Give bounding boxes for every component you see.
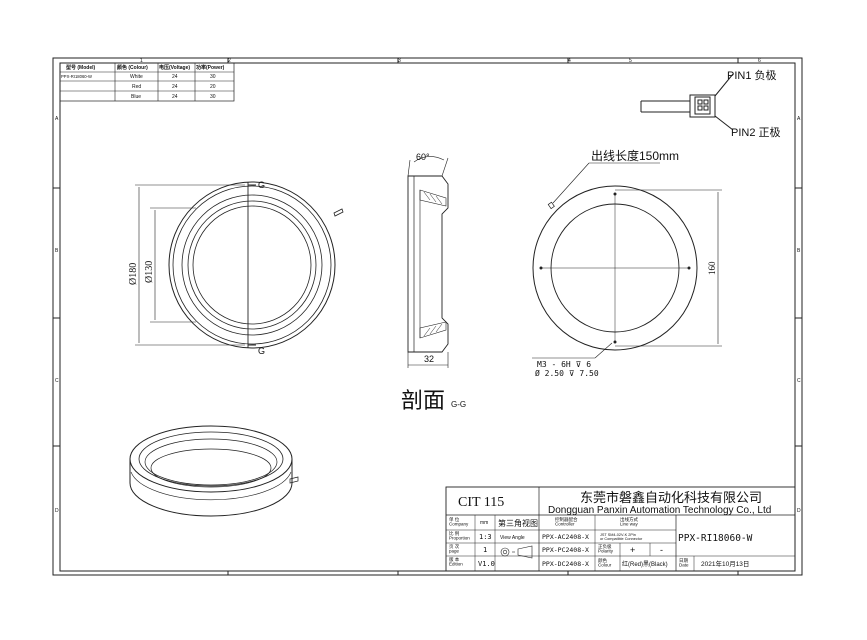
border-zones: 1 2 3 4 5 6 A B C D A B C D [53,58,802,575]
spec-voltage-cell: 24 [172,84,178,90]
screw-spec-line2: Ø 2.50 ⊽ 7.50 [535,368,599,378]
spec-power-cell: 30 [210,94,216,100]
zone-row-c: C [55,378,59,384]
third-angle-label: 第三角视图 [498,518,538,528]
angle-label: 60° [416,152,430,162]
scale-value: 1:3 [479,533,492,541]
controller-dc: PPX-DC2408-X [542,560,589,568]
front-view: G G Ø180 Ø130 [128,180,344,356]
zone-col-5: 5 [629,58,632,64]
polarity-plus: + [630,545,635,555]
polarity-minus: - [660,545,663,555]
pin2-label: PIN2 正极 [731,125,781,139]
section-mark-top: G [258,180,265,190]
screw-spec-line1: M3 - 6H ⊽ 6 [537,360,591,369]
section-title: 剖面 [401,388,445,413]
inner-diameter-label: Ø130 [144,261,155,283]
spec-voltage-cell: 24 [172,74,178,80]
controller-ac: PPX-AC2408-X [542,533,589,541]
spec-colour-cell: White [130,74,143,80]
zone-col-4: 4 [568,58,571,64]
company-name-en: Dongguan Panxin Automation Technology Co… [548,505,771,516]
spec-voltage-cell: 24 [172,94,178,100]
spec-header-voltage: 电压(Voltage) [159,64,190,71]
controller-pc: PPX-PC2408-X [542,546,589,554]
zone-row-b-right: B [797,248,801,254]
zone-row-d: D [55,508,59,514]
title-block: CIT 115 东莞市磐鑫自动化科技有限公司 Dongguan Panxin A… [445,486,796,572]
cable-length-label: 出线长度150mm [591,148,679,163]
back-view: 出线长度150mm 160 M3 - 6H ⊽ 6 Ø 2.50 ⊽ 7.50 [532,148,722,378]
pcd-label: 160 [707,261,717,275]
edition-value: V1.0 [478,560,495,568]
zone-row-c-right: C [797,378,801,384]
zone-col-2: 2 [228,58,231,64]
spec-model-cell: PPX-RI18060-W [61,74,92,79]
isometric-view [129,425,299,517]
spec-power-cell: 20 [210,84,216,90]
model-number: PPX-RI18060-W [678,533,753,544]
zone-row-d-right: D [797,508,801,514]
inner-frame [59,62,796,572]
section-mark-bottom: G [258,346,265,356]
spec-header-power: 功率(Power) [196,64,225,71]
spec-header-colour: 颜色 (Colour) [117,64,148,71]
cit-label: CIT 115 [458,495,504,510]
colour-value: 红(Red)黑(Black) [622,560,668,568]
view-angle-label: View Angle [500,535,525,541]
outer-diameter-label: Ø180 [128,263,139,285]
unit-value: mm [480,520,488,526]
spec-colour-cell: Red [132,84,141,90]
outer-frame [52,57,803,576]
company-name-cn: 东莞市磐鑫自动化科技有限公司 [580,490,762,505]
zone-row-b: B [55,248,59,254]
third-angle-symbol [500,545,533,559]
spec-table: 型号 (Model) 颜色 (Colour) 电压(Voltage) 功率(Po… [59,62,235,102]
connector-detail: PIN1 负极 PIN2 正极 [640,68,781,139]
height-label: 32 [424,354,434,364]
spec-power-cell: 30 [210,74,216,80]
zone-row-a: A [55,116,59,122]
page-value: 1 [483,546,487,554]
section-suffix: G-G [451,400,466,409]
zone-row-a-right: A [797,116,801,122]
date-value: 2021年10月13日 [701,559,749,568]
zone-col-3: 3 [398,58,401,64]
zone-col-6: 6 [758,58,761,64]
spec-header-model: 型号 (Model) [66,64,95,71]
spec-colour-cell: Blue [131,94,141,100]
section-view: 60° 32 剖面 G-G [401,152,466,413]
zone-col-1: 1 [140,58,143,64]
pin1-label: PIN1 负极 [727,68,777,82]
